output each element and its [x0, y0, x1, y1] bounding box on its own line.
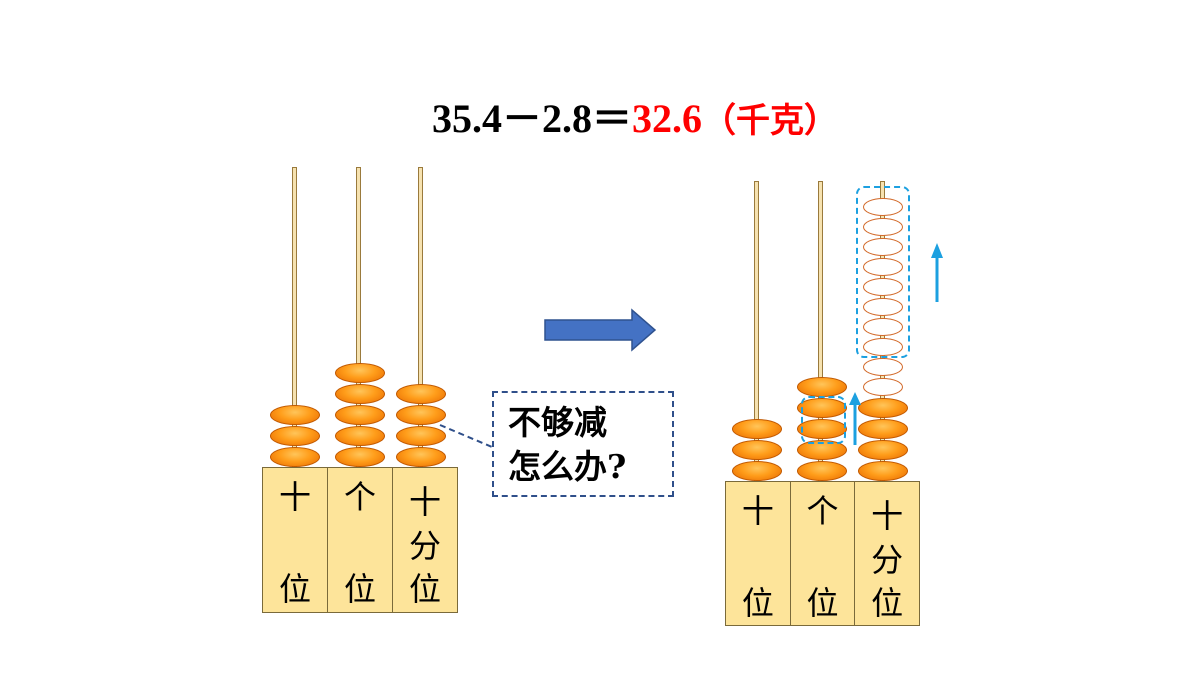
equation-result: 32.6 — [632, 96, 702, 141]
hollow-bead — [863, 218, 903, 236]
bead — [396, 426, 446, 446]
right-abacus-base: 十 位 个 位 十分 位 — [725, 481, 920, 626]
right-column-tenths: 十分 位 — [855, 482, 919, 625]
bead — [396, 405, 446, 425]
hollow-bead — [863, 358, 903, 376]
up-arrow-tenths — [931, 243, 943, 302]
column-label-top: 十 — [741, 492, 774, 530]
bead — [732, 461, 782, 481]
left-column-tenths: 十分 位 — [393, 468, 457, 612]
callout-line-2: 怎么办? — [508, 447, 627, 486]
column-label-top: 十 — [278, 478, 311, 516]
bead — [335, 447, 385, 467]
callout-bubble: 不够减 怎么办? — [492, 391, 674, 497]
bead — [396, 384, 446, 404]
column-label-bottom: 位 — [408, 570, 441, 608]
bead — [270, 447, 320, 467]
right-column-tens: 十 位 — [726, 482, 791, 625]
hollow-bead — [863, 278, 903, 296]
bead — [335, 405, 385, 425]
bead — [797, 461, 847, 481]
bead — [396, 447, 446, 467]
bead — [797, 419, 847, 439]
hollow-bead — [863, 378, 903, 396]
left-abacus-base: 十 位 个 位 十分 位 — [262, 467, 458, 613]
column-label-bottom: 位 — [343, 570, 376, 608]
up-arrow-ones — [849, 392, 861, 445]
bead — [732, 419, 782, 439]
tenths-hollow-highlight — [856, 186, 910, 358]
left-column-tens: 十 位 — [263, 468, 328, 612]
bead — [270, 426, 320, 446]
bead — [335, 363, 385, 383]
hollow-bead — [863, 338, 903, 356]
bead — [858, 461, 908, 481]
callout-text: 不够减 怎么办? — [508, 401, 626, 489]
callout-line-1: 不够减 — [508, 403, 607, 442]
equation-unit: （千克） — [702, 101, 838, 141]
bead — [858, 398, 908, 418]
bead — [270, 405, 320, 425]
column-label-bottom: 位 — [278, 570, 311, 608]
bead — [797, 440, 847, 460]
hollow-bead — [863, 198, 903, 216]
left-column-ones: 个 位 — [328, 468, 393, 612]
column-label-top: 十分 — [408, 483, 441, 565]
hollow-bead — [863, 318, 903, 336]
bead — [858, 440, 908, 460]
bead — [335, 426, 385, 446]
hollow-bead — [863, 298, 903, 316]
hollow-bead — [863, 258, 903, 276]
column-label-top: 十分 — [871, 497, 904, 579]
column-label-top: 个 — [343, 478, 376, 516]
bead — [858, 419, 908, 439]
column-label-top: 个 — [806, 492, 839, 530]
bead — [797, 398, 847, 418]
column-label-bottom: 位 — [806, 584, 839, 622]
column-label-bottom: 位 — [741, 584, 774, 622]
transform-arrow — [544, 308, 657, 352]
bead — [335, 384, 385, 404]
bead — [732, 440, 782, 460]
borrowed-bead-highlight — [801, 396, 846, 444]
callout-pointer — [439, 424, 493, 448]
hollow-bead — [863, 238, 903, 256]
right-column-ones: 个 位 — [791, 482, 856, 625]
equation-expression: 35.4－2.8＝ — [432, 96, 632, 141]
column-label-bottom: 位 — [871, 584, 904, 622]
equation: 35.4－2.8＝32.6（千克） — [432, 92, 838, 146]
